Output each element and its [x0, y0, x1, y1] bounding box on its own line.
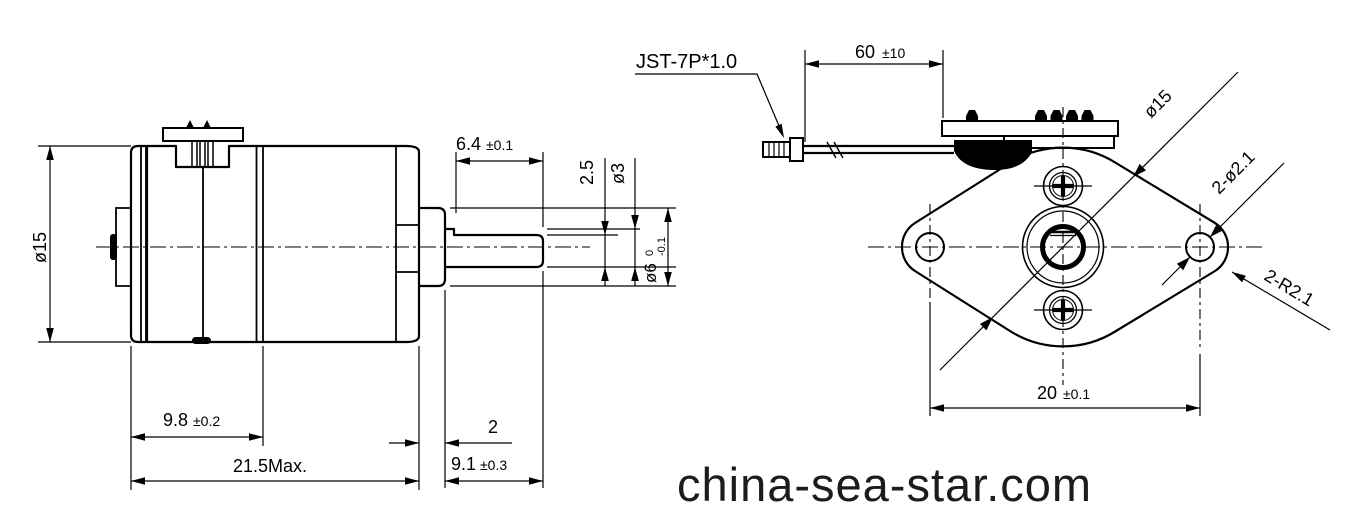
- jst-connector-tip: [789, 137, 804, 162]
- gear-section-tol: ±0.2: [193, 413, 220, 429]
- collar-length-label: 2: [488, 417, 498, 437]
- hole-spacing-tol: ±0.1: [1063, 386, 1090, 402]
- phillips-icon: [1053, 176, 1073, 196]
- body-seams: [202, 147, 397, 341]
- bottom-terminal: [192, 337, 211, 344]
- dim-shaft-diameter: ø3: [608, 158, 639, 286]
- dim-shaft-length: 9.1 ±0.3: [445, 454, 543, 485]
- screw-top: [1034, 165, 1092, 207]
- wire-length-tol: ±10: [882, 45, 905, 61]
- dim-flange-radius: 2-R2.1: [1231, 265, 1331, 331]
- collar-tol-lower: -0.1: [656, 237, 668, 256]
- leader-arrow: [775, 123, 784, 138]
- mounting-hole-right: [1185, 232, 1215, 262]
- rear-terminal: [110, 234, 117, 260]
- shaft-diameter-label: ø3: [608, 163, 628, 184]
- output-shaft: [445, 227, 545, 269]
- jst-connector-ribs: [768, 142, 785, 157]
- hole-spacing-label: 20: [1037, 383, 1057, 403]
- connector-solder-bumps: [186, 120, 211, 128]
- dim-total-length: 21.5Max.: [131, 456, 419, 485]
- d-shaft-section: [1040, 224, 1086, 270]
- output-collar: [419, 206, 447, 288]
- rear-cap-seam: [140, 147, 147, 341]
- front-pins: [966, 110, 1094, 121]
- connector-pcb: [162, 127, 244, 142]
- side-view: ø15 6.4 ±0.1 2.5 ø3 ø6: [30, 120, 676, 490]
- rear-cap: [129, 144, 147, 344]
- dim-flat-length: 6.4 ±0.1: [455, 134, 544, 227]
- wire-grommet: [954, 140, 1032, 171]
- wire-break-mark: [826, 141, 844, 159]
- dim-flat-height: 2.5: [577, 158, 609, 286]
- flat-length-tol: ±0.1: [486, 137, 513, 153]
- front-body-diameter-label: ø15: [1140, 86, 1176, 122]
- connector-callout: JST-7P*1.0: [635, 51, 784, 138]
- shaft-length-label: 9.1: [451, 454, 476, 474]
- mounting-hole-left: [915, 232, 945, 262]
- total-length-label: 21.5Max.: [233, 456, 307, 476]
- dim-body-diameter: ø15: [30, 145, 131, 343]
- gear-section-label: 9.8: [163, 410, 188, 430]
- bottom-extension-lines: [130, 271, 544, 490]
- flange-radius-label: 2-R2.1: [1261, 265, 1318, 310]
- dim-collar-diameter: ø6 0 -0.1: [641, 208, 672, 286]
- wire-length-label: 60: [855, 42, 875, 62]
- motor-body: [145, 144, 421, 344]
- dim-gear-section: 9.8 ±0.2: [131, 410, 263, 441]
- output-boss: [1021, 205, 1105, 289]
- mounting-holes-label: 2-ø2.1: [1208, 147, 1259, 198]
- jst-connector-body: [762, 141, 791, 158]
- hole-centerlines: [929, 204, 1201, 350]
- collar-diameter-label: ø6: [641, 263, 660, 283]
- dim-collar-length: 2: [389, 417, 512, 447]
- wire: [803, 144, 954, 155]
- shaft-length-tol: ±0.3: [480, 457, 507, 473]
- front-cap-steps: [396, 224, 419, 273]
- front-pcb: [941, 120, 1119, 137]
- dim-hole-spacing: 20 ±0.1: [929, 302, 1201, 416]
- body-diameter-label: ø15: [30, 232, 50, 263]
- watermark-text: china-sea-star.com: [677, 458, 1092, 511]
- collar-tol-upper: 0: [644, 250, 656, 256]
- flat-height-label: 2.5: [577, 160, 597, 185]
- phillips-icon: [1053, 300, 1073, 320]
- flat-length-label: 6.4: [456, 134, 481, 154]
- dim-wire-length: 60 ±10: [804, 42, 944, 142]
- screw-bottom: [1034, 289, 1092, 331]
- connector-pins: [191, 140, 214, 168]
- shaft-extension-lines: [450, 207, 676, 287]
- connector-label: JST-7P*1.0: [636, 51, 737, 73]
- front-view: JST-7P*1.0 60 ±10 ø15 2-ø2.1 2-R2.1: [635, 42, 1331, 416]
